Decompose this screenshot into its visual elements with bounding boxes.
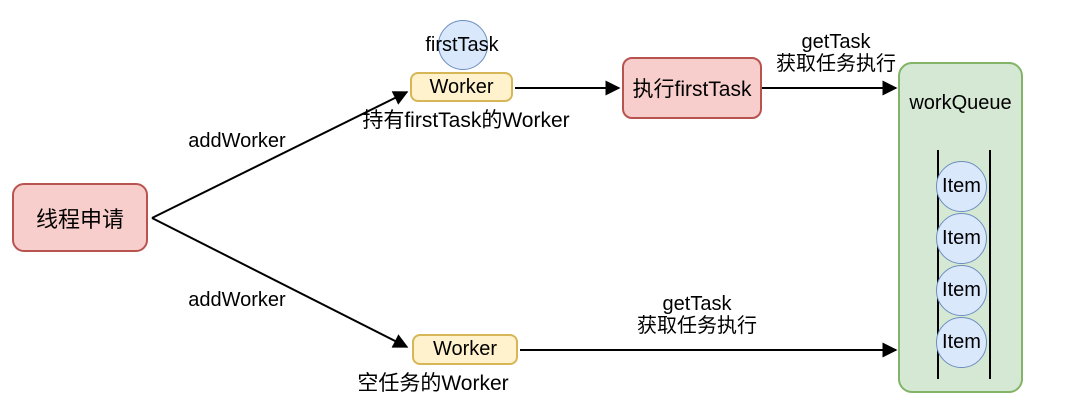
first-task-label: firstTask (425, 34, 499, 56)
edge-label-addworker-top: addWorker (188, 130, 286, 152)
node-worker-bottom: Worker (412, 334, 518, 365)
queue-item: Item (936, 213, 987, 264)
node-worker-top: Worker (410, 72, 513, 102)
edge-label-gettask-bottom-line2: 获取任务执行 (637, 315, 757, 337)
node-exec-first-task: 执行firstTask (622, 57, 762, 119)
edge-label-gettask-bottom: getTask 获取任务执行 (617, 293, 777, 337)
node-work-queue: workQueue Item Item Item Item (898, 62, 1023, 393)
node-worker-top-label: Worker (429, 75, 494, 98)
queue-item-label: Item (942, 279, 981, 301)
node-worker-bottom-label: Worker (432, 338, 498, 360)
node-thread-request: 线程申请 (12, 183, 148, 252)
arrow-addworker-top (151, 91, 409, 219)
node-thread-request-label: 线程申请 (35, 206, 124, 232)
edge-label-gettask-bottom-line1: getTask (662, 293, 732, 315)
work-queue-label: workQueue (909, 92, 1012, 114)
queue-item-label: Item (942, 175, 981, 197)
queue-item-label: Item (942, 227, 981, 249)
queue-item-label: Item (942, 331, 981, 353)
caption-worker-top: 持有firstTask的Worker (362, 109, 570, 132)
queue-rail-left (937, 150, 939, 379)
arrow-addworker-bottom (151, 217, 409, 348)
edge-label-addworker-bottom: addWorker (188, 289, 286, 311)
queue-item: Item (936, 317, 987, 368)
node-exec-first-task-label: 执行firstTask (632, 78, 752, 101)
edge-label-gettask-top: getTask 获取任务执行 (756, 31, 916, 75)
queue-rail-right (989, 150, 991, 379)
edge-label-gettask-top-line1: getTask (801, 31, 871, 53)
caption-worker-bottom: 空任务的Worker (357, 372, 509, 395)
queue-item: Item (936, 161, 987, 212)
edge-label-gettask-top-line2: 获取任务执行 (776, 53, 896, 75)
first-task-circle (438, 20, 488, 70)
queue-item: Item (936, 265, 987, 316)
